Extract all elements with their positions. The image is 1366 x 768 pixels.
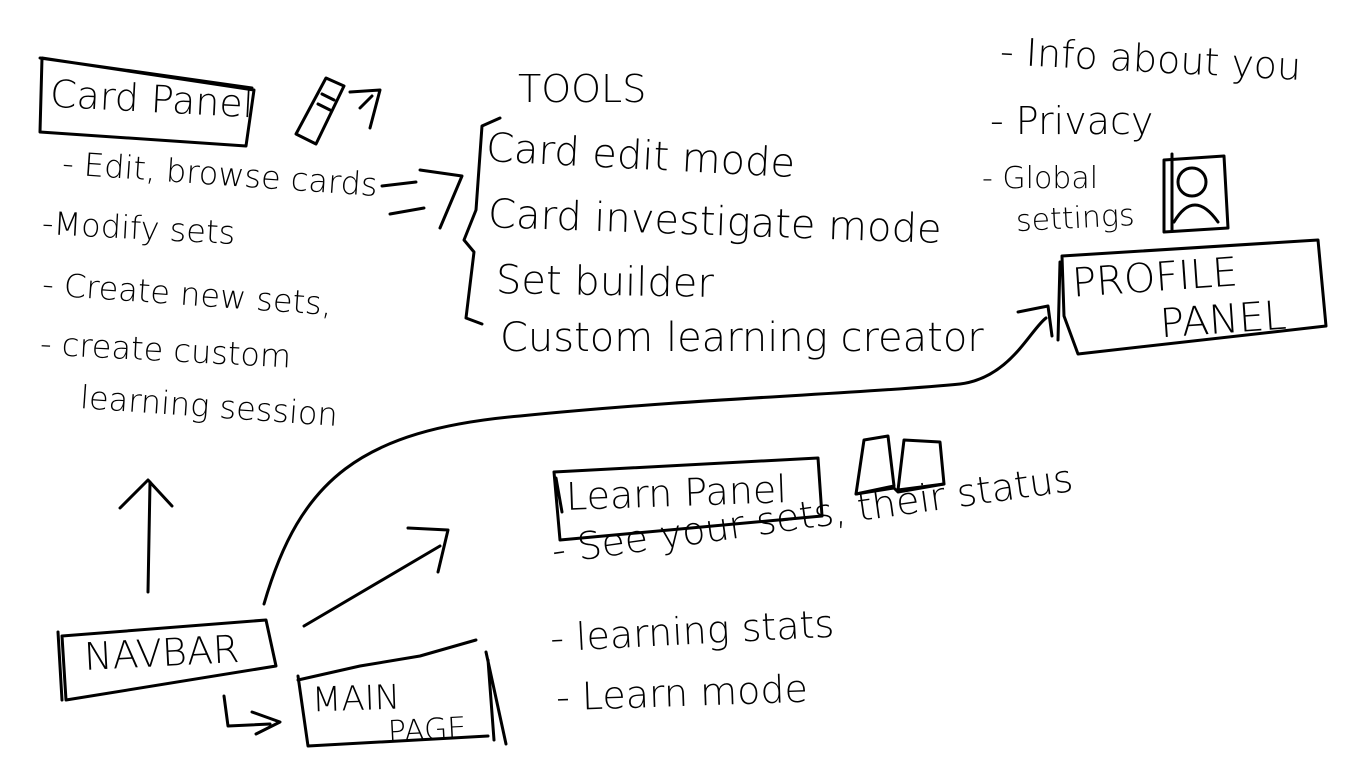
profile-panel-title: PROFILE — [1070, 249, 1240, 307]
navbar-label: NAVBAR — [82, 626, 241, 680]
navbar-box — [56, 618, 278, 702]
profile-panel-box — [1056, 238, 1328, 356]
learn-panel-box — [552, 456, 824, 542]
cards-icon — [294, 76, 382, 146]
profile-item: - Privacy — [990, 99, 1154, 143]
navbar-to-card-arrow — [118, 478, 174, 594]
main-page-label-2: PAGE — [387, 710, 468, 751]
main-page-box — [296, 638, 508, 748]
navbar-to-learn-arrow — [302, 526, 450, 628]
tools-title: TOOLS — [518, 67, 647, 111]
learn-panel-item: - Learn mode — [555, 666, 809, 720]
card-to-tools-arrow — [380, 168, 464, 230]
tools-item: Set builder — [495, 257, 715, 307]
open-book-icon — [854, 434, 946, 496]
main-page-label: MAIN — [311, 677, 401, 721]
profile-item: - Global — [982, 161, 1099, 196]
profile-item: settings — [1015, 197, 1136, 240]
tools-brace — [462, 116, 502, 326]
card-panel-title: Card Panel — [48, 71, 255, 127]
navbar-to-main-arrow — [222, 694, 282, 736]
profile-panel-title-2: PANEL — [1158, 292, 1288, 348]
card-panel-item: -Modify sets — [41, 203, 237, 253]
tools-item: Custom learning creator — [500, 315, 984, 361]
card-panel-box — [38, 56, 256, 148]
person-icon — [1162, 152, 1230, 234]
navbar-to-profile-arrow — [262, 304, 1054, 606]
